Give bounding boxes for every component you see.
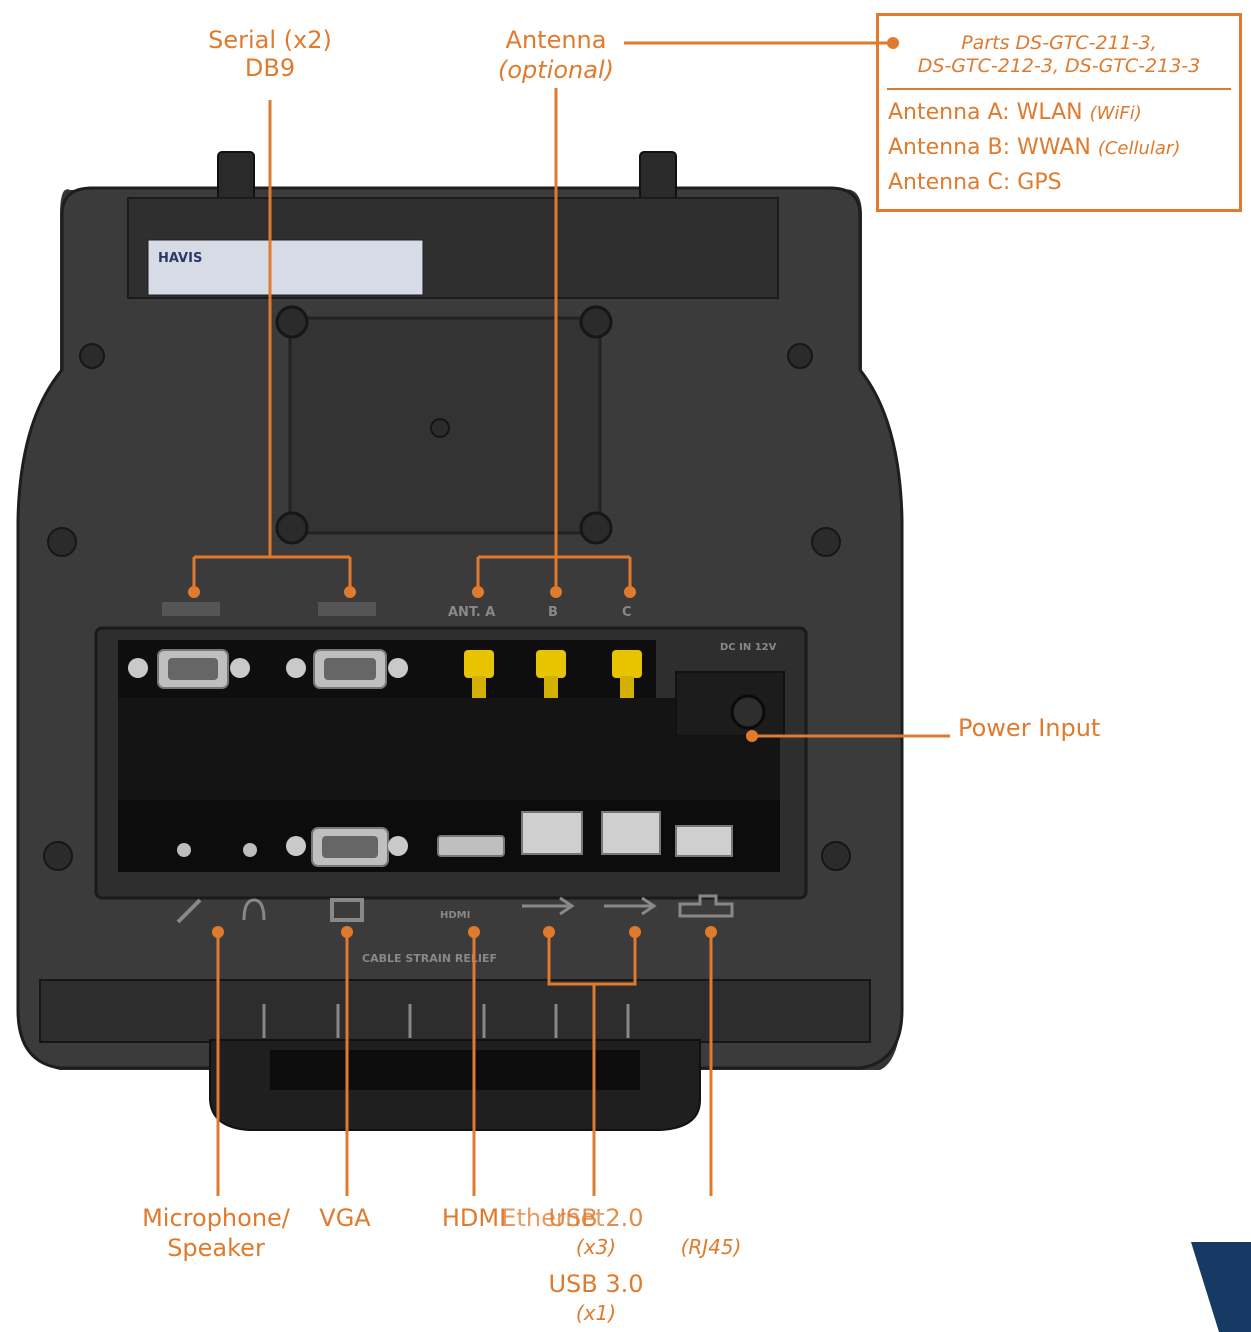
serial-dot: [344, 586, 356, 598]
antenna-c-row: Antenna C: GPS: [888, 166, 1231, 200]
side-screw: [812, 528, 840, 556]
handle-grip: [270, 1050, 640, 1090]
antenna-dot: [472, 586, 484, 598]
parts-line1: Parts DS-GTC-211-3,: [887, 32, 1231, 55]
antenna-label-line1: Antenna: [506, 26, 607, 54]
top-clip-right: [640, 152, 676, 200]
side-screw: [44, 842, 72, 870]
ant-a-port-label: ANT. A: [448, 605, 495, 620]
antenna-b-label: Antenna B: WWAN: [888, 135, 1091, 160]
antenna-c-label: Antenna C: GPS: [888, 170, 1062, 195]
usb-dot: [629, 926, 641, 938]
strain-relief-label: CABLE STRAIN RELIEF: [362, 952, 497, 965]
antenna-parts-infobox: Parts DS-GTC-211-3, DS-GTC-212-3, DS-GTC…: [876, 13, 1242, 212]
strain-relief-bar: [40, 980, 870, 1042]
top-clip-left: [218, 152, 254, 200]
antenna-dot: [550, 586, 562, 598]
rj45-label: (RJ45): [681, 1235, 742, 1259]
corner-brand-mark: [1191, 1242, 1251, 1332]
usb20-label-line1: USB 2.0: [548, 1204, 643, 1232]
antenna-dot: [624, 586, 636, 598]
usb20-label-line2: (x3): [576, 1235, 616, 1259]
antenna-b-note: (Cellular): [1098, 138, 1181, 159]
ethernet-dot: [705, 926, 717, 938]
vga-dot: [341, 926, 353, 938]
hdmi-port: [438, 836, 504, 856]
dc-jack-housing: [676, 672, 784, 736]
side-screw: [80, 344, 104, 368]
parts-line2: DS-GTC-212-3, DS-GTC-213-3: [887, 55, 1231, 78]
parts-list: Parts DS-GTC-211-3, DS-GTC-212-3, DS-GTC…: [887, 16, 1231, 90]
hdmi-port-label: HDMI: [440, 910, 470, 921]
power-input-label: Power Input: [958, 714, 1100, 742]
side-screw: [788, 344, 812, 368]
serial-label-line2: DB9: [245, 54, 295, 82]
antenna-a-row: Antenna A: WLAN (WiFi): [888, 96, 1231, 131]
ethernet-port: [676, 826, 732, 856]
vesa-screw: [277, 307, 307, 337]
antenna-a-label: Antenna A: WLAN: [888, 100, 1083, 125]
hdmi-label: HDMI: [442, 1204, 506, 1232]
antenna-b-row: Antenna B: WWAN (Cellular): [888, 131, 1231, 166]
serial-tag-left: [162, 602, 220, 616]
usb30-label-line1: USB 3.0: [548, 1270, 643, 1298]
usb-dot: [543, 926, 555, 938]
ant-c-port-label: C: [622, 605, 632, 620]
vesa-screw: [581, 307, 611, 337]
power-dot: [746, 730, 758, 742]
usb-port-stack-2: [602, 812, 660, 854]
hdmi-dot: [468, 926, 480, 938]
serial-tag-right: [318, 602, 376, 616]
serial-label-line1: Serial (x2): [208, 26, 332, 54]
microphone-label-line2: Speaker: [167, 1234, 265, 1262]
side-screw: [48, 528, 76, 556]
serial-dot: [188, 586, 200, 598]
antenna-a-note: (WiFi): [1090, 103, 1142, 124]
brand-text: HAVIS: [158, 251, 202, 266]
microphone-dot: [212, 926, 224, 938]
vesa-screw: [277, 513, 307, 543]
antenna-label-line2: (optional): [498, 56, 614, 84]
vga-label: VGA: [319, 1204, 371, 1232]
brand-label: [148, 240, 423, 295]
ant-b-port-label: B: [548, 605, 558, 620]
antenna-list: Antenna A: WLAN (WiFi) Antenna B: WWAN (…: [879, 90, 1239, 200]
microphone-label-line1: Microphone/: [142, 1204, 291, 1232]
dc-jack: [732, 696, 764, 728]
dc-in-label: DC IN 12V: [720, 642, 777, 653]
usb-port-stack-1: [522, 812, 582, 854]
vesa-center-screw: [431, 419, 449, 437]
vesa-screw: [581, 513, 611, 543]
mic-jack: [177, 843, 191, 857]
side-screw: [822, 842, 850, 870]
usb30-label-line2: (x1): [576, 1301, 616, 1325]
headphone-jack: [243, 843, 257, 857]
